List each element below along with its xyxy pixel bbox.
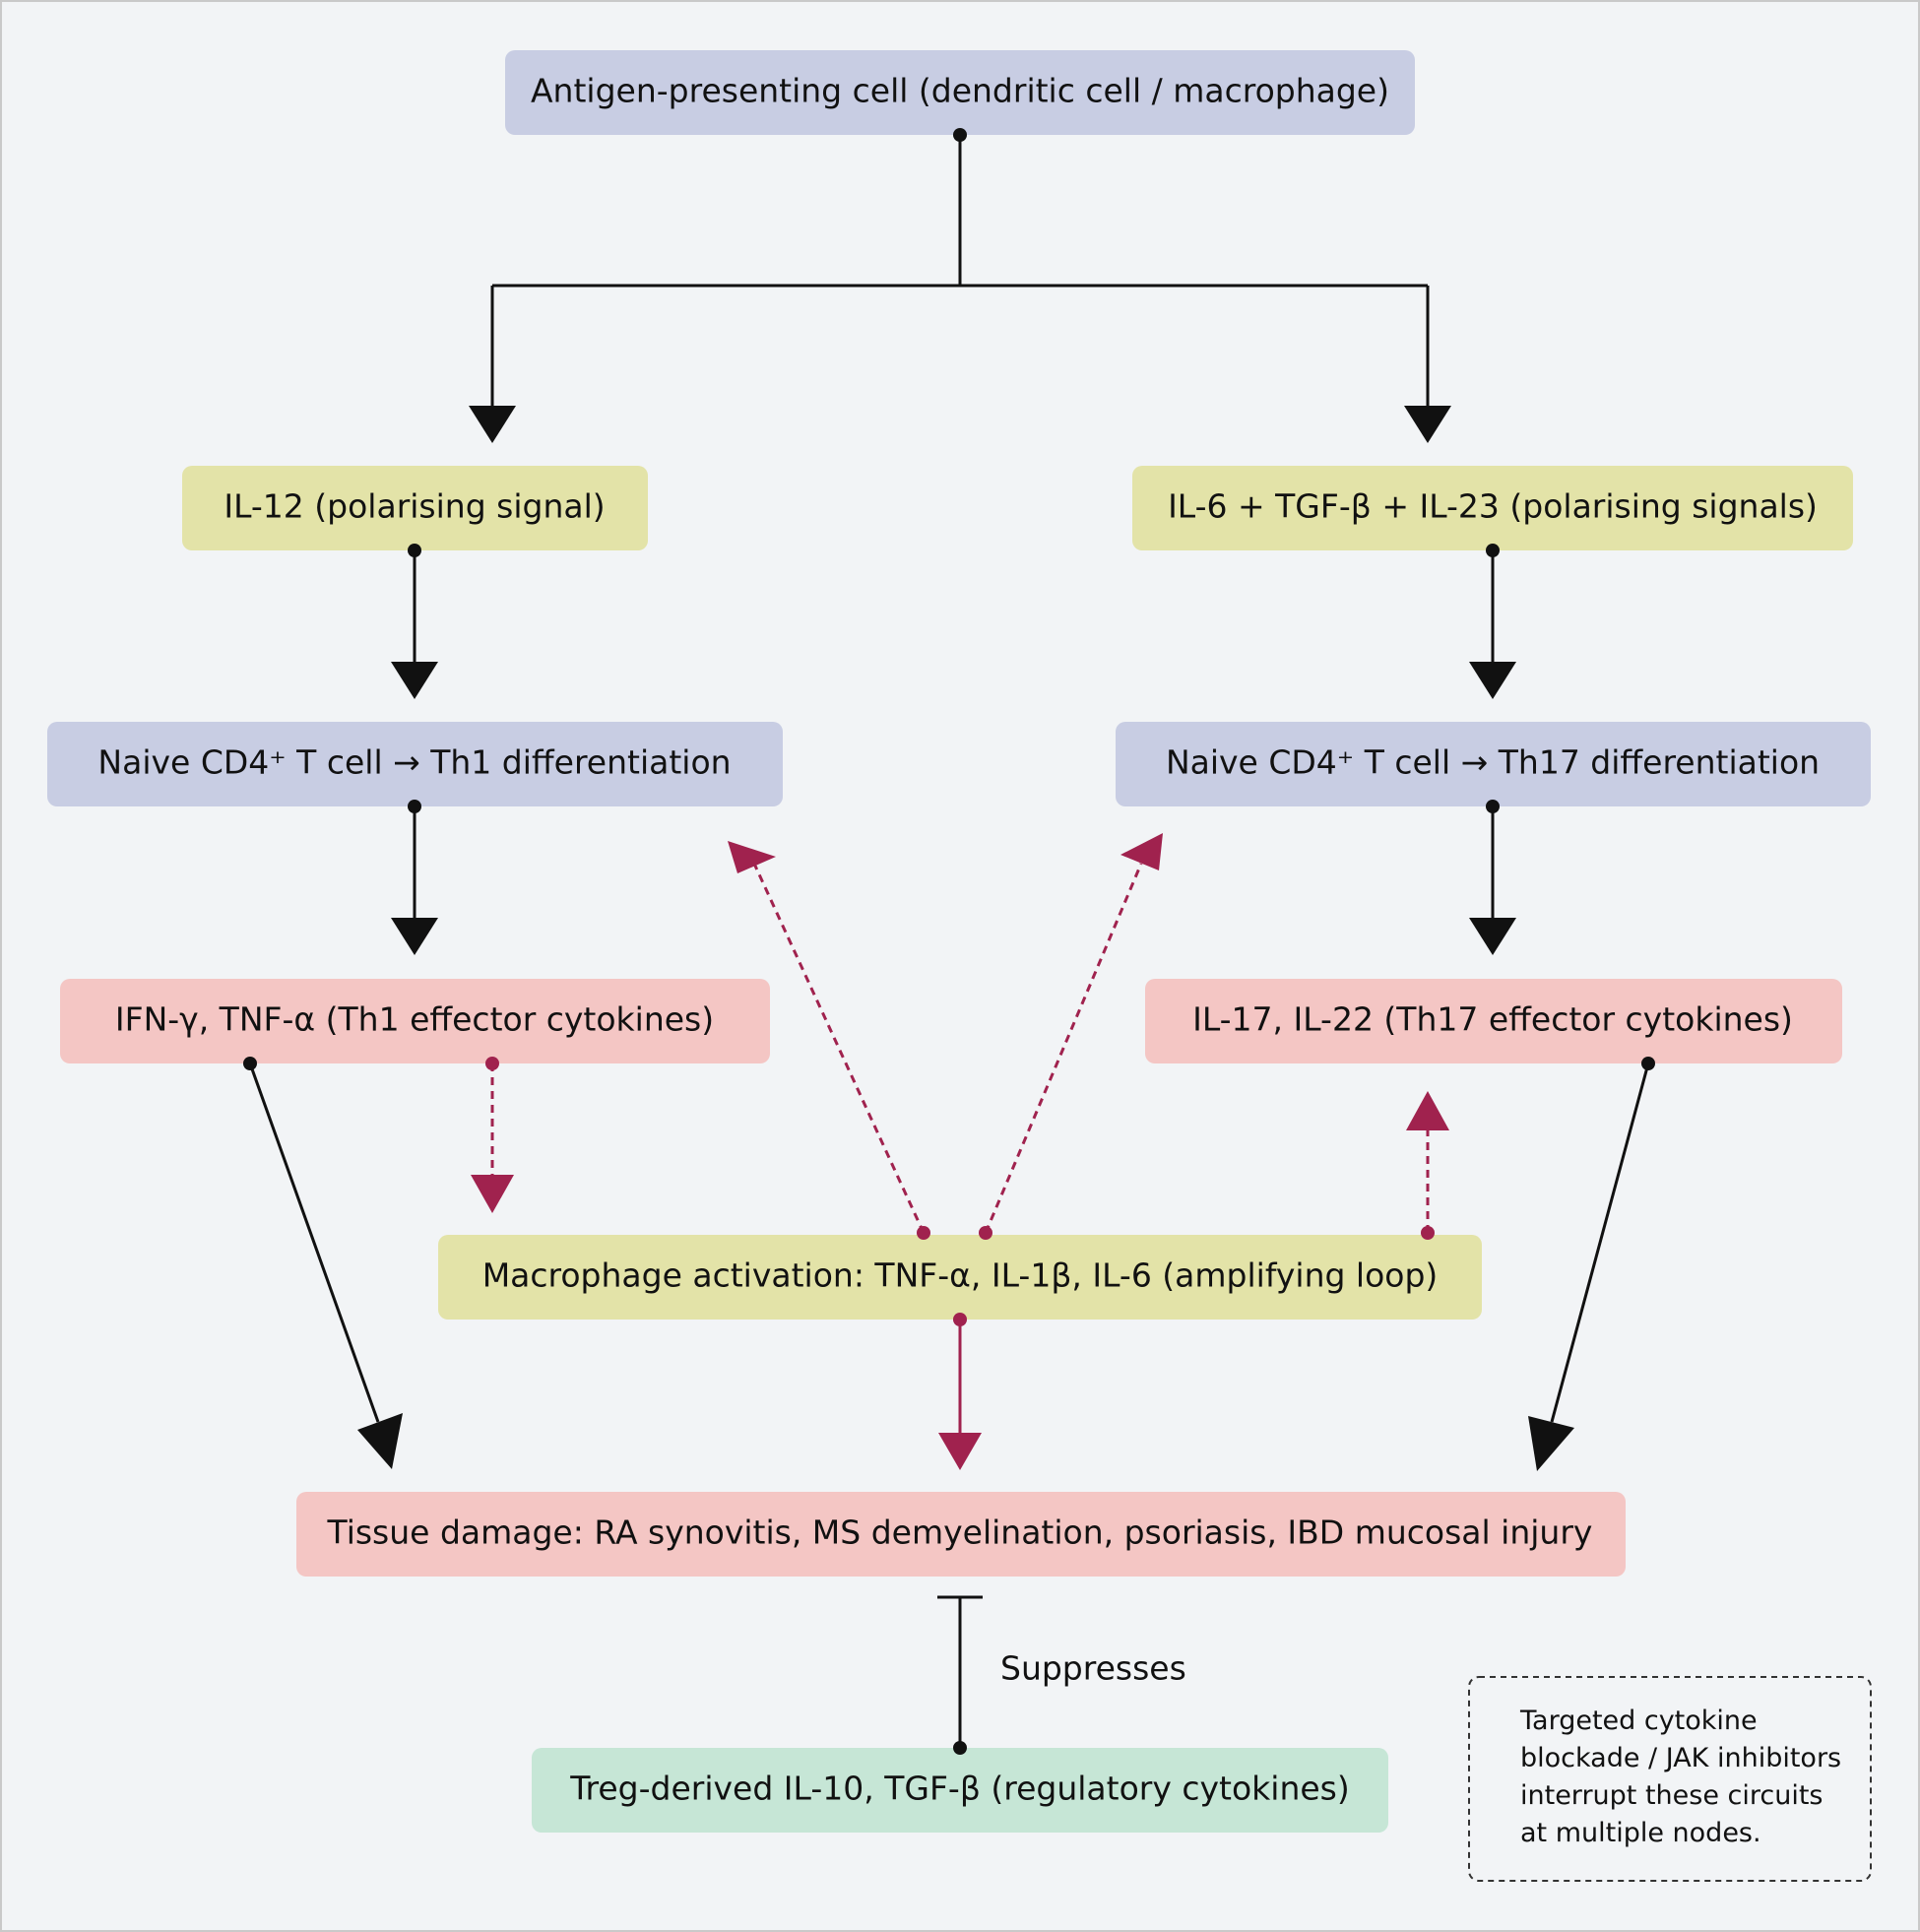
node-th17-cytokines-box bbox=[1145, 979, 1842, 1063]
dot-th1cyt-amp bbox=[485, 1057, 499, 1070]
edge-th1cyt-to-damage bbox=[248, 1063, 380, 1423]
node-tissue-damage-label: Tissue damage: RA synovitis, MS demyelin… bbox=[327, 1513, 1593, 1552]
arrowhead-to-th1-diff bbox=[728, 841, 776, 873]
node-tissue-damage[interactable]: Tissue damage: RA synovitis, MS demyelin… bbox=[296, 1492, 1626, 1577]
therapy-note: Targeted cytokine blockade / JAK inhibit… bbox=[1468, 1676, 1872, 1882]
node-il6-tgfb-il23-box bbox=[1132, 466, 1853, 550]
arrowhead-to-il12 bbox=[469, 406, 516, 443]
node-treg-cytokines-label: Treg-derived IL-10, TGF-β (regulatory cy… bbox=[569, 1770, 1350, 1808]
dot-apc bbox=[953, 128, 967, 142]
therapy-note-line-2: blockade / JAK inhibitors bbox=[1520, 1743, 1841, 1773]
edge-th17cyt-to-damage bbox=[1550, 1063, 1650, 1423]
node-th17-differentiation[interactable]: Naive CD4⁺ T cell → Th17 differentiation bbox=[1116, 722, 1871, 806]
arrowheads-amplifying bbox=[471, 833, 1449, 1470]
arrowhead-to-damage bbox=[938, 1433, 982, 1470]
node-th1-cytokines[interactable]: IFN-γ, TNF-α (Th1 effector cytokines) bbox=[60, 979, 770, 1063]
arrowhead-to-th17 bbox=[1469, 662, 1516, 699]
edges-activation bbox=[248, 135, 1650, 1748]
dot-th17cyt bbox=[1641, 1057, 1655, 1070]
therapy-note-line-3: interrupt these circuits bbox=[1520, 1780, 1824, 1811]
edge-source-dots-amplifying bbox=[485, 1057, 1435, 1326]
node-apc-box bbox=[505, 50, 1415, 135]
dot-th1cyt bbox=[243, 1057, 257, 1070]
arrowhead-to-th17cyt-up bbox=[1406, 1091, 1449, 1130]
node-th1-differentiation-label: Naive CD4⁺ T cell → Th1 differentiation bbox=[97, 743, 731, 782]
node-th1-differentiation-box bbox=[47, 722, 783, 806]
dot-th1 bbox=[408, 800, 421, 813]
node-th17-cytokines[interactable]: IL-17, IL-22 (Th17 effector cytokines) bbox=[1145, 979, 1842, 1063]
arrowhead-th1cyt-damage bbox=[357, 1413, 403, 1469]
node-il12-box bbox=[182, 466, 648, 550]
arrowhead-to-il6 bbox=[1404, 406, 1451, 443]
dot-treg bbox=[953, 1741, 967, 1755]
node-apc[interactable]: Antigen-presenting cell (dendritic cell … bbox=[505, 50, 1415, 135]
arrowheads-activation bbox=[357, 406, 1574, 1471]
therapy-note-line-4: at multiple nodes. bbox=[1520, 1818, 1761, 1848]
dot-th17 bbox=[1486, 800, 1500, 813]
node-th1-cytokines-label: IFN-γ, TNF-α (Th1 effector cytokines) bbox=[115, 1000, 714, 1039]
node-th1-cytokines-box bbox=[60, 979, 770, 1063]
node-th17-differentiation-label: Naive CD4⁺ T cell → Th17 differentiation bbox=[1166, 743, 1820, 782]
node-macrophage-activation[interactable]: Macrophage activation: TNF-α, IL-1β, IL-… bbox=[438, 1235, 1482, 1320]
edge-macrophage-to-th1 bbox=[752, 863, 926, 1234]
edge-label-suppresses: Suppresses bbox=[1000, 1649, 1186, 1688]
edge-macrophage-to-th17 bbox=[984, 863, 1143, 1234]
therapy-note-line-1: Targeted cytokine bbox=[1519, 1706, 1758, 1736]
arrowhead-to-th17cyt bbox=[1469, 918, 1516, 955]
arrowhead-th17cyt-damage bbox=[1528, 1416, 1574, 1471]
node-il6-tgfb-il23-label: IL-6 + TGF-β + IL-23 (polarising signals… bbox=[1168, 487, 1818, 526]
node-treg-cytokines-box bbox=[532, 1748, 1388, 1833]
node-treg-cytokines[interactable]: Treg-derived IL-10, TGF-β (regulatory cy… bbox=[532, 1748, 1388, 1833]
arrowhead-to-macrophage bbox=[471, 1175, 514, 1213]
node-macrophage-activation-label: Macrophage activation: TNF-α, IL-1β, IL-… bbox=[482, 1256, 1439, 1295]
arrowhead-to-th1cyt bbox=[391, 918, 438, 955]
node-th17-differentiation-box bbox=[1116, 722, 1871, 806]
dot-il6 bbox=[1486, 544, 1500, 557]
node-il12[interactable]: IL-12 (polarising signal) bbox=[182, 466, 648, 550]
node-il12-label: IL-12 (polarising signal) bbox=[224, 487, 605, 526]
node-il6-tgfb-il23[interactable]: IL-6 + TGF-β + IL-23 (polarising signals… bbox=[1132, 466, 1853, 550]
dot-macro-mid bbox=[979, 1226, 992, 1240]
edge-source-dots-black bbox=[243, 128, 1655, 1755]
dot-macro-bottom bbox=[953, 1313, 967, 1326]
node-macrophage-activation-box bbox=[438, 1235, 1482, 1320]
node-apc-label: Antigen-presenting cell (dendritic cell … bbox=[531, 72, 1389, 110]
dot-macro-right bbox=[1421, 1226, 1435, 1240]
node-tissue-damage-box bbox=[296, 1492, 1626, 1577]
dot-macro-left bbox=[917, 1226, 930, 1240]
node-th17-cytokines-label: IL-17, IL-22 (Th17 effector cytokines) bbox=[1192, 1000, 1793, 1039]
arrowhead-to-th1 bbox=[391, 662, 438, 699]
arrowhead-to-th17-diff bbox=[1120, 833, 1163, 870]
dot-il12 bbox=[408, 544, 421, 557]
therapy-note-box bbox=[1468, 1676, 1872, 1882]
node-th1-differentiation[interactable]: Naive CD4⁺ T cell → Th1 differentiation bbox=[47, 722, 783, 806]
edges-amplifying bbox=[490, 863, 1430, 1433]
